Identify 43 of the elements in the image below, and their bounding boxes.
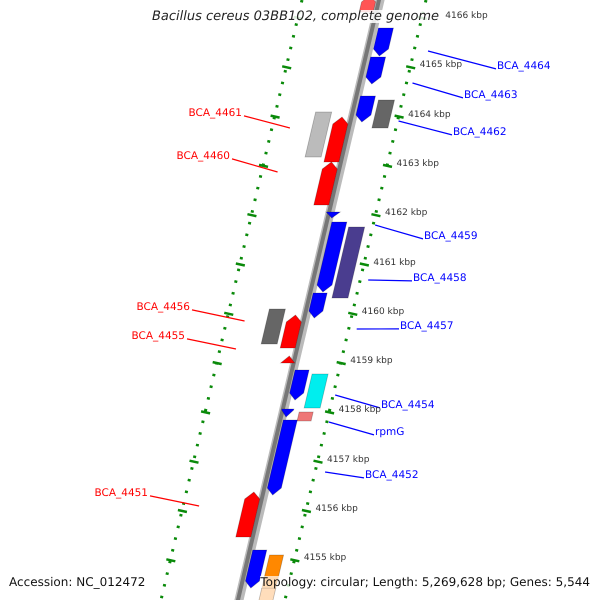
scale-label: 4166 kbp (445, 12, 488, 21)
gene-label: BCA_4451 (94, 488, 148, 498)
leader-line (150, 495, 200, 507)
leader-line (428, 50, 496, 70)
gene-label: BCA_4460 (176, 151, 230, 162)
leader-line (398, 120, 452, 136)
leader-line (412, 82, 464, 98)
leader-line (192, 309, 245, 322)
leader-line (186, 338, 236, 350)
scale-label: 4165 kbp (420, 61, 462, 70)
leader-line (328, 421, 374, 436)
genome-info-text: Topology: circular; Length: 5,269,628 bp; Genes: 5,544 (260, 576, 590, 588)
leader-line (324, 471, 364, 478)
gene-label: BCA_4462 (453, 127, 507, 138)
scale-label: 4155 kbp (304, 554, 346, 564)
gene-label: BCA_4463 (464, 90, 518, 100)
gene-label: BCA_4464 (497, 61, 551, 72)
gene-label: BCA_4457 (400, 321, 454, 332)
scale-label: 4162 kbp (384, 209, 428, 218)
leader-line (374, 224, 424, 240)
scale-label: 4158 kbp (338, 406, 382, 416)
gene-label: BCA_4461 (188, 108, 242, 118)
scale-label: 4160 kbp (362, 308, 404, 317)
gene-label: BCA_4456 (136, 302, 190, 312)
scale-label: 4159 kbp (350, 357, 393, 366)
leader-line (232, 158, 278, 173)
leader-line (368, 279, 412, 282)
scale-label: 4164 kbp (408, 110, 451, 120)
leader-line (244, 115, 290, 129)
gene-label: BCA_4454 (381, 400, 435, 410)
gene-label: BCA_4455 (131, 331, 185, 342)
gene-label: rpmG (375, 427, 404, 438)
leader-line (335, 394, 380, 408)
gene-label: BCA_4458 (413, 273, 467, 284)
scale-label: 4161 kbp (373, 258, 416, 268)
scale-label: 4157 kbp (327, 456, 370, 465)
scale-label: 4163 kbp (396, 160, 439, 169)
gene-label: BCA_4459 (424, 231, 478, 242)
scale-label: 4156 kbp (315, 505, 358, 514)
accession-text: Accession: NC_012472 (9, 576, 146, 588)
gene-label: BCA_4452 (365, 470, 419, 480)
leader-line (356, 328, 399, 330)
map-title: Bacillus cereus 03BB102, complete genome (152, 10, 440, 23)
